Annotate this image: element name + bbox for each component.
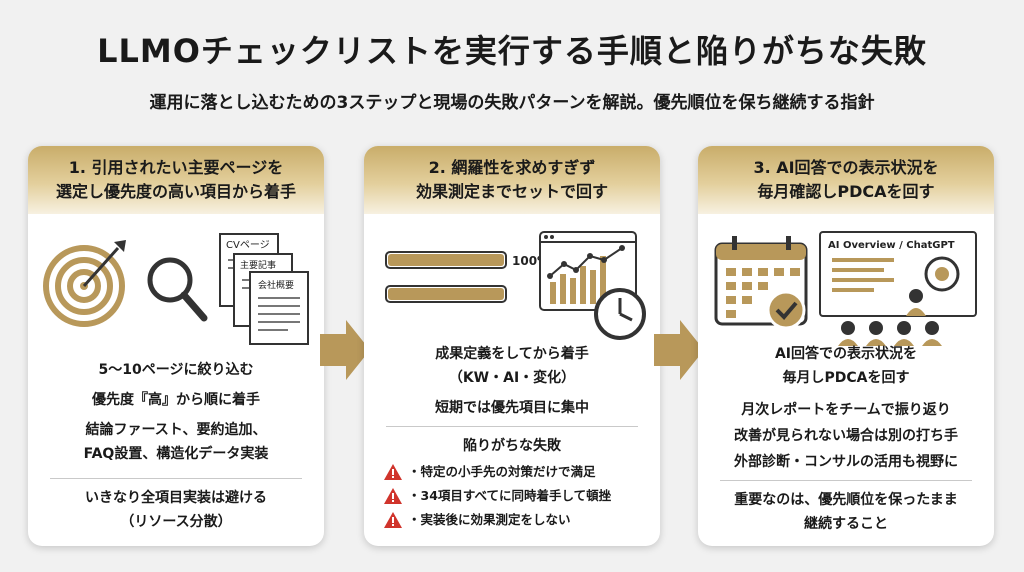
step-card-1-illustration: CVページ 主要記事 会社概要 [43, 233, 309, 345]
doc-label: CVページ [226, 240, 270, 251]
step-card-2-header: 2. 網羅性を求めすぎず 効果測定までセットで回す [364, 146, 660, 214]
doc-label: 主要記事 [240, 259, 276, 271]
screen-label: AI Overview / ChatGPT [828, 240, 955, 251]
target-icon [43, 240, 126, 327]
step-card-1-header: 1. 引用されたい主要ページを 選定し優先度の高い項目から着手 [28, 146, 324, 214]
step-card-1-footer: いきなり全項目実装は避ける （リソース分散） [28, 486, 324, 534]
step-card-2-title-line: 効果測定までセットで回す [415, 182, 608, 201]
warning-icon [384, 488, 402, 504]
step-card-2-body-line: 短期では優先項目に集中 [435, 400, 589, 416]
step-card-3-body-line: 毎月しPDCAを回す [782, 370, 910, 386]
step-card-1-body-line: FAQ設置、構造化データ実装 [83, 446, 269, 462]
doc-label: 会社概要 [258, 279, 294, 291]
step-card-2-body-line: （KW・AI・変化） [448, 370, 576, 386]
step-card-2-illustration: 100% [385, 231, 646, 340]
calendar-check-icon [714, 236, 808, 330]
progress-bar-icon: 100% [385, 251, 549, 303]
presentation-icon: AI Overview / ChatGPT [819, 231, 977, 346]
step-card-1-body: 5〜10ページに絞り込む 優先度『高』から順に着手 結論ファースト、要約追加、 … [28, 358, 324, 466]
step-card-3: 3. AI回答での表示状況を 毎月確認しPDCAを回す AI Overview … [698, 146, 994, 546]
step-card-2: 2. 網羅性を求めすぎず 効果測定までセットで回す 100% [364, 146, 660, 546]
step-card-3-body-line: AI回答での表示状況を [774, 346, 918, 362]
clock-icon [594, 288, 646, 340]
warning-icon [384, 464, 402, 480]
pitfall-text: ・34項目すべてに同時着手して頓挫 [408, 488, 612, 503]
step-card-2-title-line: 2. 網羅性を求めすぎず [428, 158, 596, 177]
step-card-3-header: 3. AI回答での表示状況を 毎月確認しPDCAを回す [698, 146, 994, 214]
step-card-2-body: 成果定義をしてから着手 （KW・AI・変化） 短期では優先項目に集中 [364, 342, 660, 420]
warning-icon [384, 512, 402, 528]
documents-icon: CVページ 主要記事 会社概要 [219, 233, 309, 345]
step-card-1-body-line: 5〜10ページに絞り込む [98, 362, 254, 378]
page-title: LLMOチェックリストを実行する手順と陥りがちな失敗 [97, 32, 927, 70]
pitfalls-title: 陥りがちな失敗 [463, 438, 561, 454]
pitfall-item: ・特定の小手先の対策だけで満足 [364, 460, 660, 484]
step-card-3-footer: 重要なのは、優先順位を保ったまま 継続すること [698, 488, 994, 536]
magnifier-icon [147, 257, 208, 322]
step-card-1-body-line: 結論ファースト、要約追加、 [85, 422, 267, 438]
step-card-3-body-line: 外部診断・コンサルの活用も視野に [734, 454, 958, 470]
step-card-1-footer-line: （リソース分散） [120, 514, 232, 530]
step-card-3-title-line: 毎月確認しPDCAを回す [757, 182, 935, 201]
step-card-1-footer-line: いきなり全項目実装は避ける [85, 490, 267, 506]
step-card-1-divider [50, 478, 302, 479]
arrow-right-icon [320, 320, 370, 380]
step-card-3-body: AI回答での表示状況を 毎月しPDCAを回す 月次レポートをチームで振り返り 改… [698, 342, 994, 474]
arrow-right-icon [654, 320, 704, 380]
pitfall-text: ・実装後に効果測定をしない [408, 512, 571, 527]
step-card-2-pitfalls: 陥りがちな失敗 ・特定の小手先の対策だけで満足 ・34項目すべてに同時着手して頓… [364, 434, 660, 532]
pitfall-text: ・特定の小手先の対策だけで満足 [408, 464, 596, 479]
step-card-3-footer-line: 重要なのは、優先順位を保ったまま [734, 492, 958, 508]
step-card-1-body-line: 優先度『高』から順に着手 [92, 392, 260, 408]
step-card-3-divider [720, 480, 972, 481]
step-card-1: 1. 引用されたい主要ページを 選定し優先度の高い項目から着手 [28, 146, 324, 546]
step-card-1-title-line: 1. 引用されたい主要ページを [68, 158, 284, 177]
step-card-1-title-line: 選定し優先度の高い項目から着手 [55, 182, 296, 201]
step-card-3-illustration: AI Overview / ChatGPT [714, 231, 977, 346]
step-card-2-body-line: 成果定義をしてから着手 [435, 346, 589, 362]
pitfall-item: ・34項目すべてに同時着手して頓挫 [364, 484, 660, 508]
step-card-2-divider [386, 426, 638, 427]
step-card-3-title-line: 3. AI回答での表示状況を [753, 158, 939, 177]
pitfall-item: ・実装後に効果測定をしない [364, 508, 660, 532]
page-subtitle: 運用に落とし込むための3ステップと現場の失敗パターンを解説。優先順位を保ち継続す… [149, 93, 875, 113]
step-card-3-body-line: 改善が見られない場合は別の打ち手 [734, 428, 958, 444]
step-card-3-body-line: 月次レポートをチームで振り返り [741, 402, 951, 418]
step-card-3-footer-line: 継続すること [804, 516, 888, 532]
